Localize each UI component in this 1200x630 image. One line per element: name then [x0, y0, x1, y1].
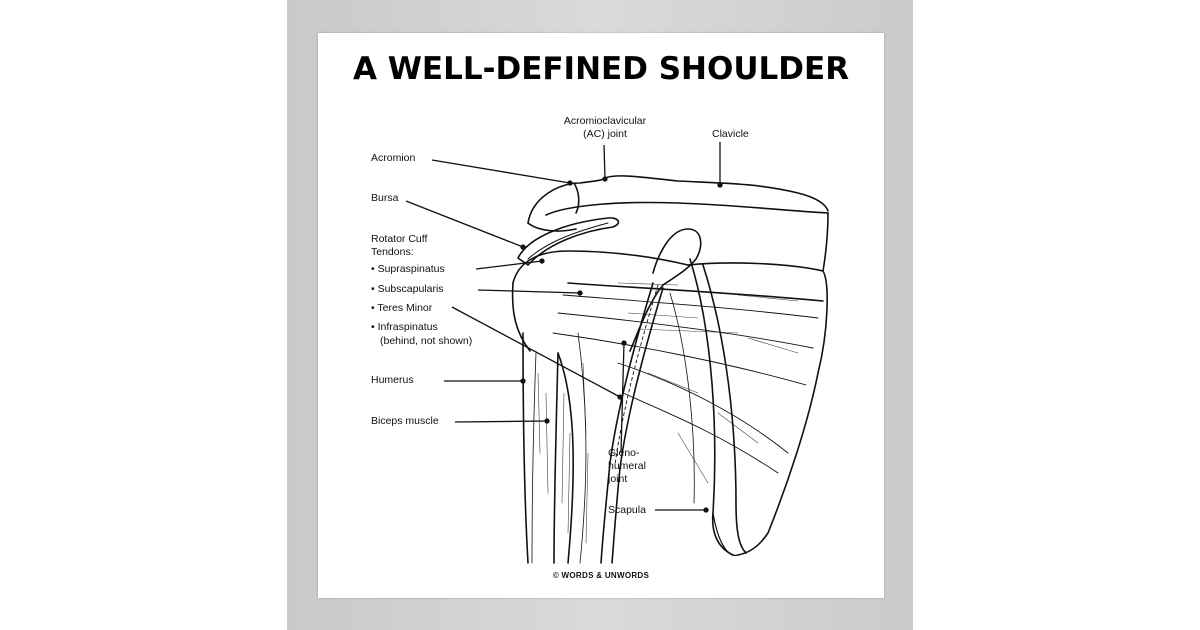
- glenohumeral-label-line1: Gleno-: [608, 447, 640, 459]
- acromion-shape: [573, 182, 580, 214]
- ac-joint-label-line1: Acromioclavicular: [563, 115, 647, 127]
- subscapularis-muscle: [567, 282, 824, 302]
- supraspinatus-label: • Supraspinatus: [371, 263, 445, 275]
- biceps-label: Biceps muscle: [371, 415, 439, 427]
- coracoid-process: [652, 228, 702, 286]
- humerus-shaft: [522, 332, 529, 564]
- infraspinatus-label: • Infraspinatus: [371, 321, 438, 333]
- poster-title: A WELL-DEFINED SHOULDER: [352, 51, 850, 87]
- scapula-outline: [687, 262, 828, 556]
- humerus-head: [512, 250, 689, 284]
- shoulder-anatomy-illustration: [405, 142, 829, 564]
- biceps-tendon: [600, 282, 654, 564]
- ac-joint-label-line2: (AC) joint: [583, 128, 627, 140]
- bursa-label: Bursa: [371, 192, 399, 204]
- copyright-notice: © WORDS & UNWORDS: [552, 571, 650, 580]
- scapula-strap-muscle: [689, 258, 734, 556]
- glenohumeral-label: Gleno- humeral joint: [608, 447, 646, 486]
- glenohumeral-label-line3: joint: [608, 473, 628, 485]
- subscapularis-label: • Subscapularis: [371, 283, 444, 295]
- clavicle-shape: [527, 175, 829, 224]
- teres-minor-label: • Teres Minor: [371, 302, 433, 314]
- bursa-shape: [517, 217, 620, 266]
- humerus-label: Humerus: [371, 374, 414, 386]
- glenohumeral-label-line2: humeral: [608, 460, 646, 472]
- rotator-cuff-label: Rotator Cuff Tendons:: [371, 233, 427, 259]
- infraspinatus-note: (behind, not shown): [380, 335, 473, 347]
- clavicle-label: Clavicle: [712, 128, 749, 140]
- rotator-cuff-label-line1: Rotator Cuff: [371, 233, 428, 245]
- ac-joint-label: Acromioclavicular (AC) joint: [550, 115, 660, 141]
- biceps-shape: [557, 352, 574, 564]
- rotator-cuff-label-line2: Tendons:: [371, 246, 414, 258]
- acromion-label: Acromion: [371, 152, 416, 164]
- poster: A WELL-DEFINED SHOULDER: [318, 33, 884, 598]
- scapula-label: Scapula: [608, 504, 646, 516]
